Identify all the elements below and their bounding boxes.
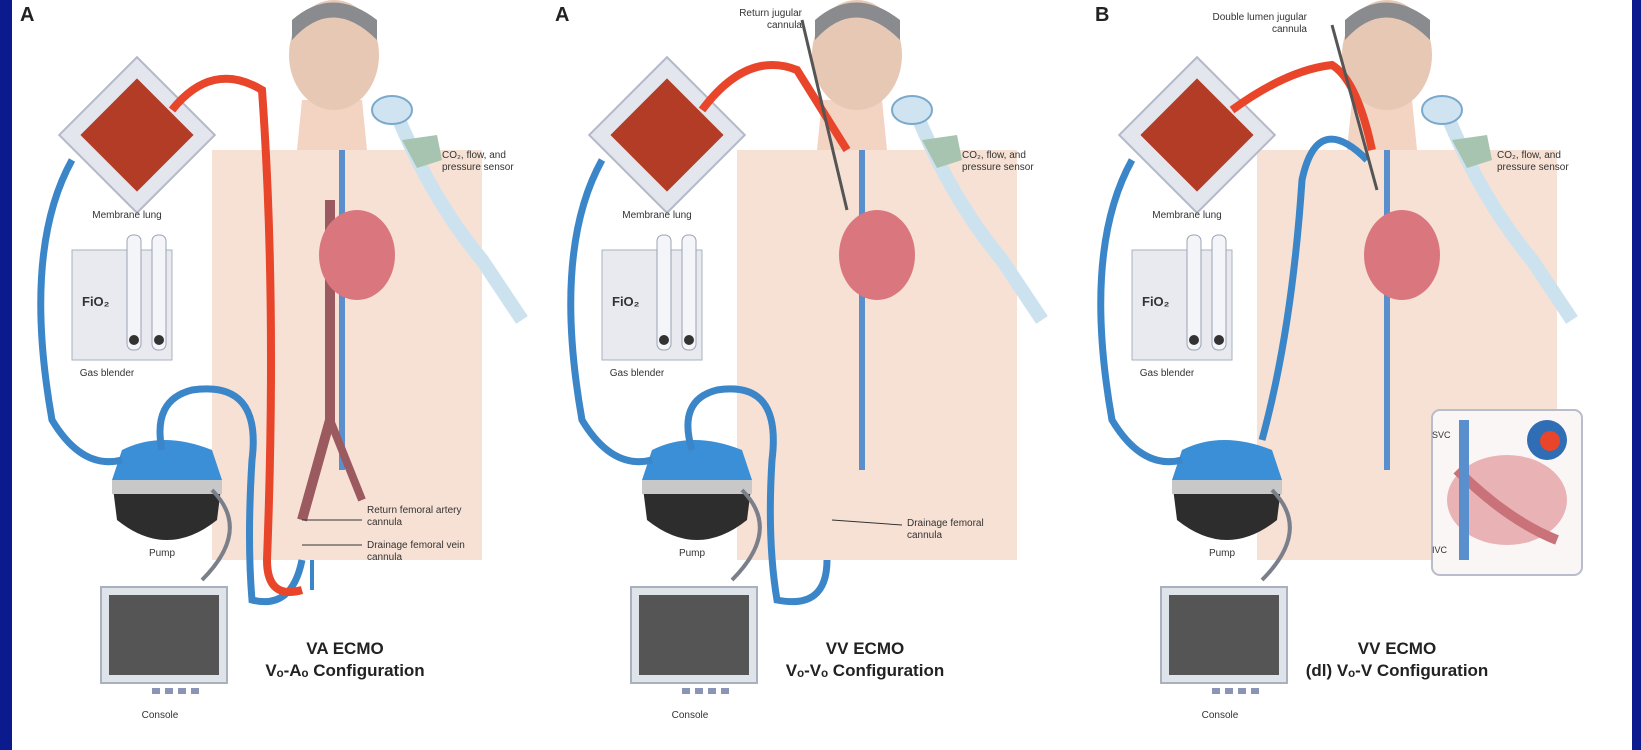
mask xyxy=(372,96,412,124)
callout-drainage-femoral: Drainage femoral cannula xyxy=(907,518,1017,541)
title-line-1: VV ECMO xyxy=(1306,638,1489,660)
mask xyxy=(1422,96,1462,124)
console-icon xyxy=(632,588,756,682)
pump-label: Pump xyxy=(1209,548,1235,560)
callout-return-femoral-artery: Return femoral artery cannula xyxy=(367,505,477,528)
inset-label-ivc: IVC xyxy=(1432,545,1447,555)
title-line-2: Vₒ-Aₒ Configuration xyxy=(265,660,424,682)
heart-icon xyxy=(839,210,915,300)
sensor-label: CO₂, flow, and pressure sensor xyxy=(442,150,542,173)
gas-blender-label: Gas blender xyxy=(80,368,134,380)
title-line-2: (dl) Vₒ-V Configuration xyxy=(1306,660,1489,682)
title-line-2: Vₒ-Vₒ Configuration xyxy=(786,660,944,682)
configuration-title: VV ECMO (dl) Vₒ-V Configuration xyxy=(1306,638,1489,682)
membrane-lung-icon xyxy=(1119,57,1275,213)
pump-label: Pump xyxy=(149,548,175,560)
heart-icon xyxy=(1364,210,1440,300)
title-line-1: VA ECMO xyxy=(265,638,424,660)
panel-vv-ecmo: A Return jugular cannula Membrane lung F… xyxy=(547,0,1087,750)
sensor-label: CO₂, flow, and pressure sensor xyxy=(1497,150,1597,173)
console-label: Console xyxy=(1202,710,1239,722)
callout-return-jugular: Return jugular cannula xyxy=(722,8,802,31)
panel-letter: A xyxy=(555,4,569,27)
callout-drainage-femoral-vein: Drainage femoral vein cannula xyxy=(367,540,477,563)
membrane-lung-label: Membrane lung xyxy=(1152,210,1221,222)
sensor-label: CO₂, flow, and pressure sensor xyxy=(962,150,1062,173)
pump-label: Pump xyxy=(679,548,705,560)
callout-double-lumen-jugular: Double lumen jugular cannula xyxy=(1207,12,1307,35)
heart-inset xyxy=(1432,410,1582,575)
membrane-lung-icon xyxy=(59,57,215,213)
console-label: Console xyxy=(142,710,179,722)
blender-symbol: FiO₂ xyxy=(1142,295,1169,310)
console-buttons xyxy=(152,688,199,694)
panel-dl-vv-ecmo: B Double lumen jugular cannula Membrane … xyxy=(1087,0,1627,750)
gas-blender-label: Gas blender xyxy=(1140,368,1194,380)
configuration-title: VA ECMO Vₒ-Aₒ Configuration xyxy=(265,638,424,682)
heart-icon xyxy=(319,210,395,300)
title-line-1: VV ECMO xyxy=(786,638,944,660)
panel-letter: B xyxy=(1095,4,1109,27)
ecmo-diagram: A Membrane lung FiO₂ Gas blender Pump CO… xyxy=(12,0,1632,750)
pump-icon xyxy=(642,440,752,540)
pump-icon xyxy=(1172,440,1282,540)
panel-va-ecmo: A Membrane lung FiO₂ Gas blender Pump CO… xyxy=(12,0,552,750)
gas-blender-label: Gas blender xyxy=(610,368,664,380)
blender-symbol: FiO₂ xyxy=(82,295,109,310)
blender-symbol: FiO₂ xyxy=(612,295,639,310)
membrane-lung-label: Membrane lung xyxy=(622,210,691,222)
console-icon xyxy=(102,588,226,682)
inset-label-svc: SVC xyxy=(1432,430,1451,440)
console-icon xyxy=(1162,588,1286,682)
mask xyxy=(892,96,932,124)
configuration-title: VV ECMO Vₒ-Vₒ Configuration xyxy=(786,638,944,682)
console-buttons xyxy=(1212,688,1259,694)
membrane-lung-icon xyxy=(589,57,745,213)
panel-letter: A xyxy=(20,4,34,27)
pump-icon xyxy=(112,440,222,540)
console-buttons xyxy=(682,688,729,694)
console-label: Console xyxy=(672,710,709,722)
membrane-lung-label: Membrane lung xyxy=(92,210,161,222)
